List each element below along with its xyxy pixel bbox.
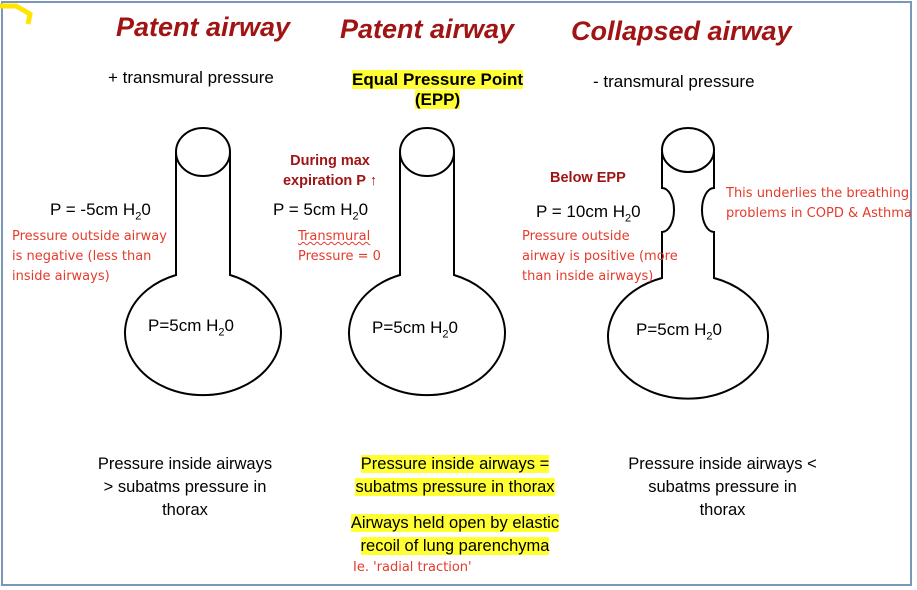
pressure-outside-3: P = 10cm H20 [536, 202, 641, 225]
subheading-positive-transmural: + transmural pressure [108, 68, 274, 87]
heading-patent-airway-1: Patent airway [116, 12, 291, 42]
subheading-epp-line1: Equal Pressure Point [352, 70, 523, 89]
footnote-radial-traction: Ie. 'radial traction' [353, 560, 472, 575]
airway-3-shape [607, 127, 769, 400]
note-col1: Pressure outside airway is negative (les… [12, 229, 167, 284]
pressure-outside-1: P = -5cm H20 [50, 200, 151, 223]
note-col3: Pressure outside airway is positive (mor… [522, 229, 678, 284]
subheading-negative-transmural: - transmural pressure [593, 72, 755, 91]
side-note-copd-asthma: This underlies the breathing problems in… [726, 186, 912, 221]
footer-col1: Pressure inside airways > subatms pressu… [97, 455, 273, 519]
footer2-col2: Airways held open by elastic recoil of l… [350, 514, 560, 555]
bulb-label-1: P=5cm H20 [148, 316, 234, 339]
subheading-epp-line2: (EPP) [414, 90, 461, 109]
footer-col3: Pressure inside airways < subatms pressu… [628, 455, 817, 519]
subheading-epp: Equal Pressure Point (EPP) [345, 70, 530, 110]
heading-patent-airway-2: Patent airway [340, 14, 515, 44]
pressure-outside-2: P = 5cm H20 [273, 200, 369, 223]
note-col2: Transmural Pressure = 0 [298, 229, 381, 264]
bulb-label-3: P=5cm H20 [636, 320, 722, 343]
corner-mark-icon [0, 3, 33, 25]
airway-2-shape [348, 127, 506, 397]
side-label-below-epp: Below EPP [550, 170, 626, 186]
side-label-max-expiration: During max expiration P ↑ [282, 153, 377, 189]
bulb-label-2: P=5cm H20 [372, 318, 458, 341]
heading-collapsed-airway: Collapsed airway [571, 16, 792, 46]
footer-col2: Pressure inside airways = subatms pressu… [355, 455, 555, 496]
airway-1-shape [124, 127, 282, 397]
